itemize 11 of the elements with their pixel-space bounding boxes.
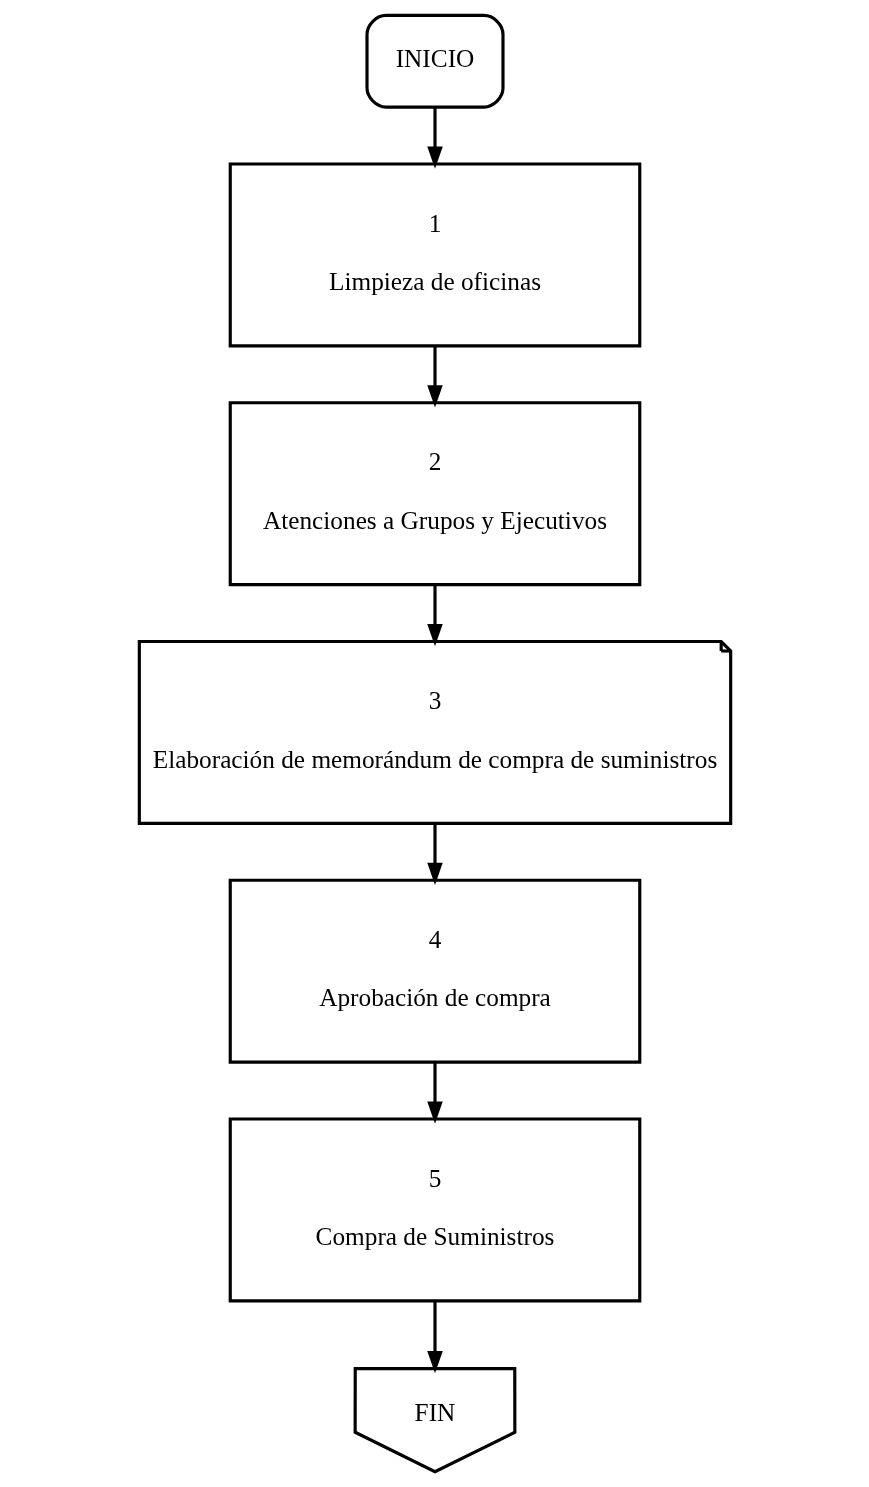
node-box: 2 Atenciones a Grupos y Ejecutivos [228,401,641,587]
node-box: 1 Limpieza de oficinas [228,162,641,348]
arrow [426,1062,443,1124]
node-box: INICIO [364,13,505,109]
node-box: 5 Compra de Suministros [228,1117,641,1303]
node-box: 4 Aprobación de compra [228,878,641,1064]
arrow [426,585,443,647]
arrow [426,346,443,408]
arrow [426,1301,443,1374]
arrow [426,107,443,169]
arrow [426,823,443,885]
